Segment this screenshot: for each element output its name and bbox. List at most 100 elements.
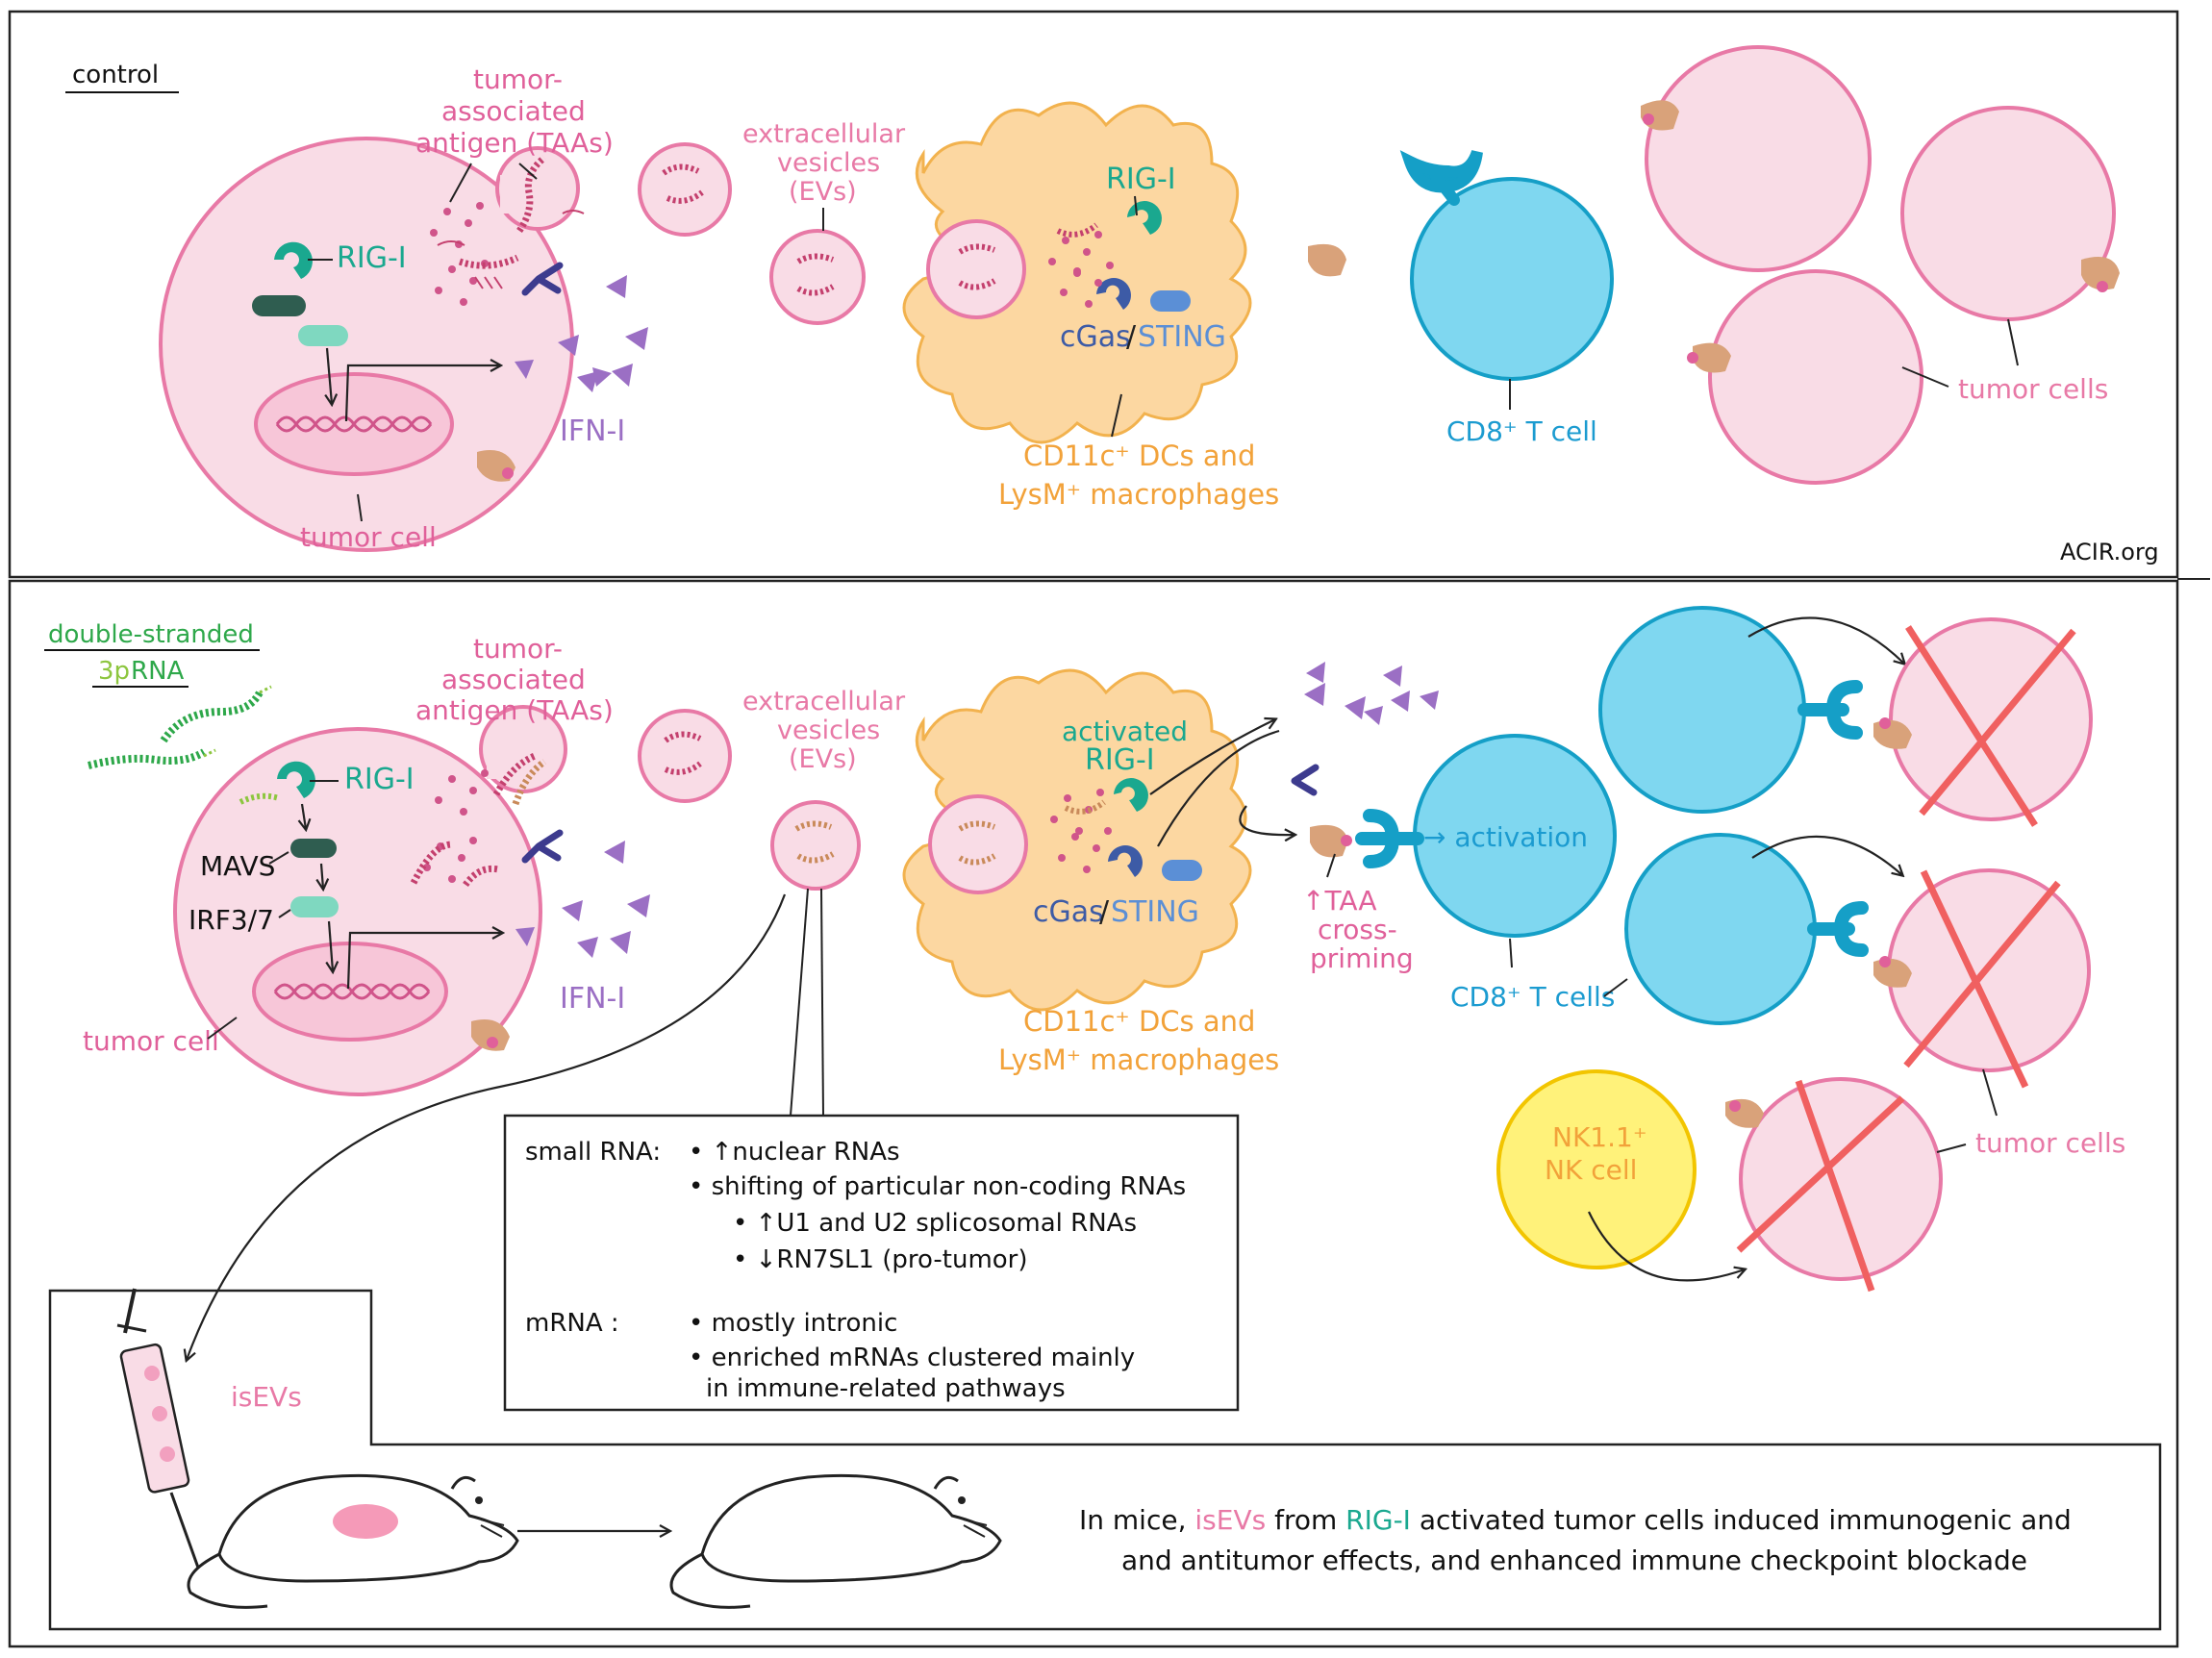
sting-label: STING — [1138, 320, 1226, 354]
summary-part: activated tumor cells induced immunogeni… — [1411, 1504, 2072, 1536]
extracellular-vesicle — [770, 800, 861, 891]
dc-label-line1: CD11c⁺ DCs and — [1023, 1005, 1255, 1038]
summary-isevs: isEVs — [1194, 1504, 1266, 1536]
cgas-label: cGas — [1033, 895, 1104, 929]
tan-receptor-icon — [1310, 824, 1348, 858]
small-rna-subitem: • ↑U1 and U2 splicosomal RNAs — [733, 1209, 1137, 1238]
cgas-icon — [1096, 278, 1131, 310]
ifn-receptor-icon — [1291, 764, 1320, 796]
dendritic-cell — [902, 101, 1346, 444]
tan-receptor-icon — [471, 1019, 510, 1051]
small-rna-item: • ↑nuclear RNAs — [689, 1138, 900, 1167]
irf-label: IRF3/7 — [189, 904, 274, 936]
tan-receptor-icon — [2081, 257, 2120, 290]
bottom-panel: double-stranded 3p RNA — [44, 606, 2162, 1631]
ifn-triangles — [515, 841, 650, 958]
extracellular-vesicle — [638, 142, 732, 237]
sting-icon — [1150, 290, 1191, 312]
ev-label-line3: (EVs) — [789, 744, 857, 774]
summary-part: In mice, — [1079, 1504, 1194, 1536]
tcr-icon — [1355, 809, 1424, 868]
irf-protein-icon — [290, 896, 339, 917]
small-rna-subitem: • ↓RN7SL1 (pro-tumor) — [733, 1245, 1028, 1274]
isevs-label: isEVs — [231, 1381, 302, 1413]
summary-line2: and antitumor effects, and enhanced immu… — [1121, 1545, 2027, 1576]
tumor-cell — [159, 137, 585, 552]
credit-label: ACIR.org — [2060, 539, 2159, 565]
tumor-cell — [173, 705, 567, 1096]
taa-rna-icon — [410, 752, 537, 888]
taa-rna-icon — [516, 155, 547, 234]
rigi-receptor-icon — [1114, 778, 1148, 812]
tumor-cells-label: tumor cells — [1975, 1127, 2125, 1159]
cgas-label: cGas — [1060, 320, 1131, 354]
condition-label-line1: double-stranded — [48, 620, 254, 649]
kill-cross-icon — [1903, 869, 2061, 1089]
rigi-label: RIG-I — [337, 241, 407, 275]
tcells-label: CD8⁺ T cells — [1450, 981, 1615, 1013]
taa-label-line1: tumor- — [473, 633, 563, 665]
taa-label-line2: associated — [441, 664, 586, 695]
mrna-label: mRNA : — [525, 1309, 619, 1338]
cd8-t-cell — [1399, 149, 1614, 381]
syringe-icon — [116, 1288, 200, 1569]
activated-label-line2: RIG-I — [1085, 743, 1155, 777]
mrna-item: in immune-related pathways — [706, 1374, 1066, 1403]
mavs-label: MAVS — [200, 850, 275, 882]
mavs-protein-icon — [252, 295, 306, 316]
rigi-label-dc: RIG-I — [1106, 163, 1176, 196]
small-rna-label: small RNA: — [525, 1138, 661, 1167]
condition-label-3p: 3p — [98, 657, 130, 686]
sting-icon — [1162, 860, 1202, 881]
extracellular-vesicle — [638, 709, 732, 803]
taa-cross-priming-line3: priming — [1310, 942, 1414, 974]
ifn-receptor-icon — [521, 262, 564, 296]
extracellular-vesicle — [769, 229, 866, 325]
ev-label-line1: extracellular — [742, 687, 906, 716]
top-panel: control RIG-I tu — [65, 45, 2159, 565]
nk-label-line2: NK cell — [1545, 1154, 1637, 1186]
kill-cross-icon — [1905, 625, 2076, 827]
ifn-receptor-icon — [521, 829, 564, 864]
taa-cross-priming-line1: ↑TAA — [1302, 885, 1376, 917]
ifn-label: IFN-I — [560, 414, 625, 448]
nk-cell — [1496, 1069, 1697, 1269]
killed-tumor-cell — [1873, 617, 2093, 827]
summary-rigi: RIG-I — [1345, 1504, 1411, 1536]
tcell-label: CD8⁺ T cell — [1446, 415, 1597, 447]
mouse-experiment-box — [48, 1289, 2162, 1631]
kill-cross-icon — [1736, 1079, 1905, 1293]
cd8-t-cell — [1624, 833, 1869, 1025]
mrna-item: • mostly intronic — [689, 1309, 897, 1338]
tumor-cell-label: tumor cell — [83, 1025, 219, 1057]
ev-label-line3: (EVs) — [789, 177, 857, 207]
sting-label: STING — [1111, 895, 1199, 929]
cd8-t-cell — [1598, 606, 1863, 814]
nk-label-line1: NK1.1⁺ — [1552, 1121, 1647, 1153]
killed-tumor-cell — [1725, 1077, 1943, 1293]
tcr-icon — [1399, 149, 1483, 206]
rigi-receptor-icon — [274, 241, 313, 279]
summary-line1: In mice, isEVs from RIG-I activated tumo… — [1079, 1504, 2072, 1536]
condition-label-control: control — [72, 61, 159, 89]
dc-label-line2: LysM⁺ macrophages — [998, 1043, 1279, 1076]
bottom-panel-frame — [8, 579, 2179, 1648]
cgas-sting-slash: / — [1126, 320, 1137, 354]
mouse-icon — [187, 1473, 519, 1609]
taa-label-line1: tumor- — [473, 63, 563, 95]
activated-label-line1: activated — [1062, 716, 1188, 747]
tan-receptor-icon — [1693, 342, 1731, 373]
tcr-icon — [1807, 901, 1869, 957]
tcr-icon — [1797, 680, 1863, 740]
mrna-item: • enriched mRNAs clustered mainly — [689, 1344, 1135, 1372]
ifn-triangles — [1304, 683, 1439, 725]
rigi-label: RIG-I — [344, 763, 415, 796]
dendritic-cell — [902, 668, 1352, 1012]
ifn-label: IFN-I — [560, 982, 625, 1016]
irf-protein-icon — [298, 325, 348, 346]
tumor-cells-group — [1641, 45, 2120, 485]
dc-label-line2: LysM⁺ macrophages — [998, 478, 1279, 511]
dsrna-icon — [88, 690, 264, 769]
top-panel-frame — [8, 10, 2179, 579]
